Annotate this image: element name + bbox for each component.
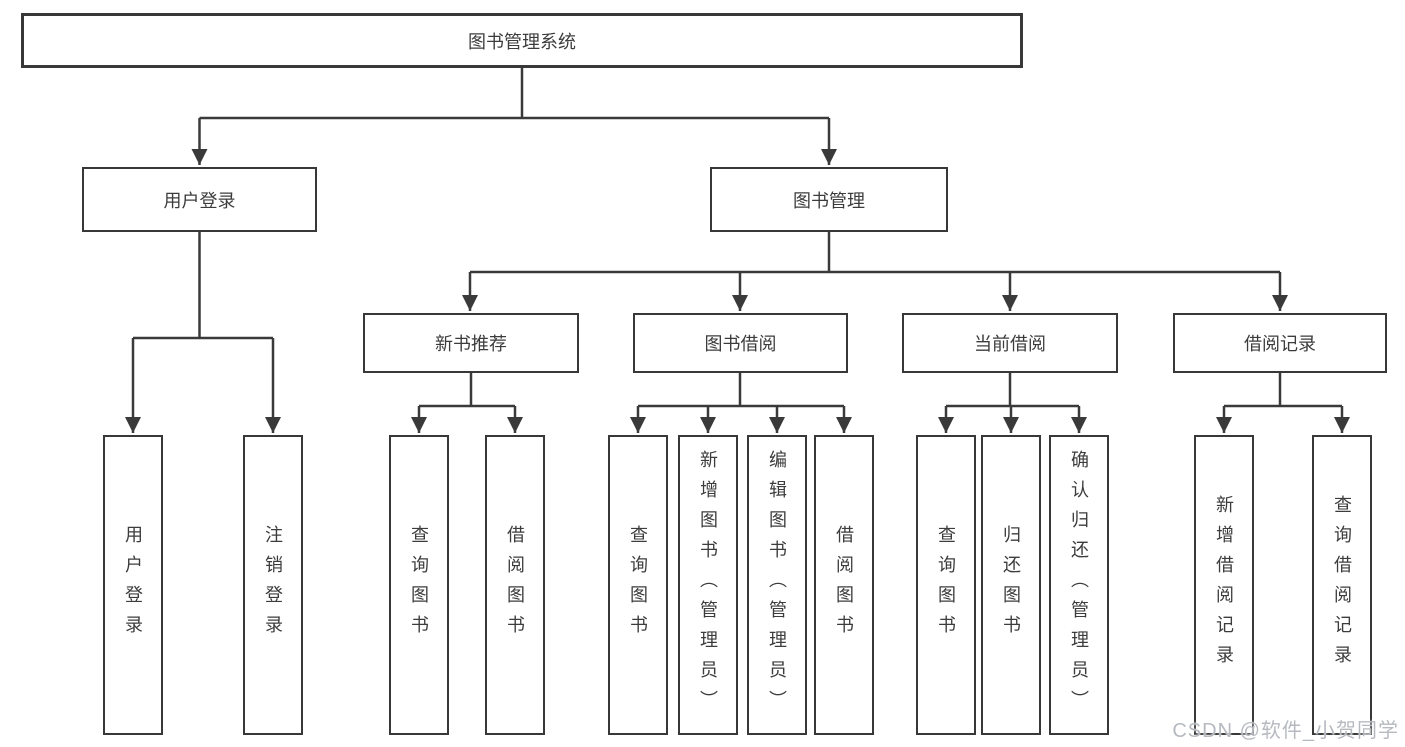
leaf-label: 查询图书 bbox=[628, 525, 648, 645]
leaf-label: 借阅图书 bbox=[834, 525, 854, 645]
leaf-records-add-record: 新增借阅记录 bbox=[1194, 435, 1254, 735]
node-user-login: 用户登录 bbox=[82, 167, 317, 232]
leaf-current-query-books: 查询图书 bbox=[916, 435, 976, 735]
node-book-borrowing: 图书借阅 bbox=[633, 313, 848, 373]
node-current-borrowing: 当前借阅 bbox=[902, 313, 1118, 373]
node-label: 图书管理 bbox=[793, 190, 865, 211]
leaf-logout: 注销登录 bbox=[243, 435, 303, 735]
leaf-records-query-record: 查询借阅记录 bbox=[1312, 435, 1372, 735]
node-label: 当前借阅 bbox=[974, 334, 1046, 354]
node-label: 用户登录 bbox=[163, 190, 236, 211]
leaf-label: 借阅图书 bbox=[505, 525, 525, 645]
node-label: 图书借阅 bbox=[704, 334, 777, 354]
csdn-watermark: CSDN @软件_小贺同学 bbox=[1172, 720, 1399, 742]
node-new-book-recommendation: 新书推荐 bbox=[363, 313, 579, 373]
leaf-current-return-books: 归还图书 bbox=[981, 435, 1041, 735]
leaf-label: 查询借阅记录 bbox=[1332, 495, 1352, 675]
leaf-borrow-borrow-books: 借阅图书 bbox=[814, 435, 874, 735]
leaf-label: 编辑图书（管理员） bbox=[767, 450, 787, 720]
leaf-label: 新增借阅记录 bbox=[1214, 495, 1234, 675]
node-label: 图书管理系统 bbox=[468, 31, 576, 52]
leaf-user-login: 用户登录 bbox=[103, 435, 163, 735]
node-label: 新书推荐 bbox=[435, 334, 507, 354]
leaf-label: 用户登录 bbox=[123, 525, 143, 645]
leaf-label: 查询图书 bbox=[409, 525, 429, 645]
leaf-borrow-add-books-admin: 新增图书（管理员） bbox=[678, 435, 738, 735]
leaf-newbook-borrow-books: 借阅图书 bbox=[485, 435, 545, 735]
leaf-newbook-query-books: 查询图书 bbox=[389, 435, 449, 735]
leaf-label: 归还图书 bbox=[1001, 525, 1021, 645]
leaf-label: 查询图书 bbox=[936, 525, 956, 645]
leaf-label: 注销登录 bbox=[263, 525, 283, 645]
node-label: 借阅记录 bbox=[1244, 334, 1316, 354]
leaf-label: 确认归还（管理员） bbox=[1069, 450, 1089, 720]
leaf-label: 新增图书（管理员） bbox=[698, 450, 718, 720]
node-book-management: 图书管理 bbox=[710, 167, 948, 232]
node-borrowing-records: 借阅记录 bbox=[1173, 313, 1387, 373]
leaf-current-confirm-return-admin: 确认归还（管理员） bbox=[1049, 435, 1109, 735]
leaf-borrow-query-books: 查询图书 bbox=[608, 435, 668, 735]
leaf-borrow-edit-books-admin: 编辑图书（管理员） bbox=[747, 435, 807, 735]
node-library-management-system: 图书管理系统 bbox=[21, 13, 1023, 68]
